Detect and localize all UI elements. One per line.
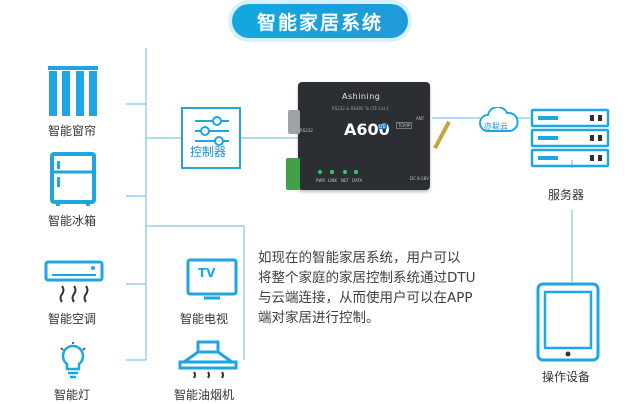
- range-hood-icon: [178, 340, 238, 379]
- server-icon: [530, 108, 610, 168]
- dtu-badge: LTE: [378, 124, 387, 129]
- description-line: 端对家居进行控制。: [258, 310, 380, 326]
- device-label-tv: 智能电视: [180, 312, 229, 326]
- tablet-label: 操作设备: [542, 370, 591, 384]
- dtu-port-left: RS232: [300, 128, 313, 133]
- description-line: 将整个家庭的家居控制系统通过DTU: [258, 270, 476, 286]
- dtu-db9-port: [288, 110, 300, 134]
- dtu-led-net: NET: [341, 178, 349, 183]
- dtu-terminal-block: [286, 158, 300, 190]
- controller-box: 控制器: [181, 107, 241, 169]
- dtu-device: Ashining RS232 & RS485 To LTE Cat-1 A600…: [298, 82, 430, 190]
- diagram-title: 智能家居系统: [232, 4, 408, 38]
- fridge-icon: [50, 152, 96, 206]
- dtu-led-data: DATA: [352, 178, 363, 183]
- device-label-curtain: 智能窗帘: [48, 124, 97, 138]
- description-line: 与云端连接，从而使用户可以在APP: [258, 290, 473, 306]
- dtu-brand: Ashining: [342, 92, 381, 101]
- slider-controls-icon: [195, 116, 229, 146]
- tv-icon: [186, 258, 238, 300]
- device-label-fridge: 智能冰箱: [48, 214, 97, 228]
- cloud-icon: [479, 107, 519, 132]
- controller-label: 控制器: [190, 145, 227, 159]
- tablet-icon: [536, 282, 600, 362]
- dtu-port-right: ANT: [416, 116, 425, 121]
- dtu-led-link: LINK: [328, 178, 338, 183]
- curtain-icon: [48, 66, 98, 116]
- cloud-label: 亦聪云: [484, 122, 508, 131]
- dtu-led-pwr: PWR: [316, 178, 326, 183]
- dtu-power: DC 8-28V: [410, 176, 429, 181]
- dtu-tag: TCP/IP: [396, 122, 413, 129]
- dtu-led-row: [318, 170, 358, 174]
- device-label-range-hood: 智能油烟机: [174, 388, 235, 402]
- air-conditioner-icon: [44, 260, 104, 303]
- server-label: 服务器: [548, 188, 585, 202]
- device-label-light: 智能灯: [54, 388, 91, 402]
- dtu-model: A600: [344, 120, 390, 139]
- light-bulb-icon: [60, 342, 86, 379]
- device-label-ac: 智能空调: [48, 312, 97, 326]
- dtu-subtitle: RS232 & RS485 To LTE Cat-1: [332, 106, 390, 111]
- tv-screen-text: TV: [198, 266, 216, 280]
- description-text: 如现在的智能家居系统，用户可以 将整个家庭的家居控制系统通过DTU 与云端连接，…: [258, 248, 518, 328]
- description-line: 如现在的智能家居系统，用户可以: [258, 250, 461, 266]
